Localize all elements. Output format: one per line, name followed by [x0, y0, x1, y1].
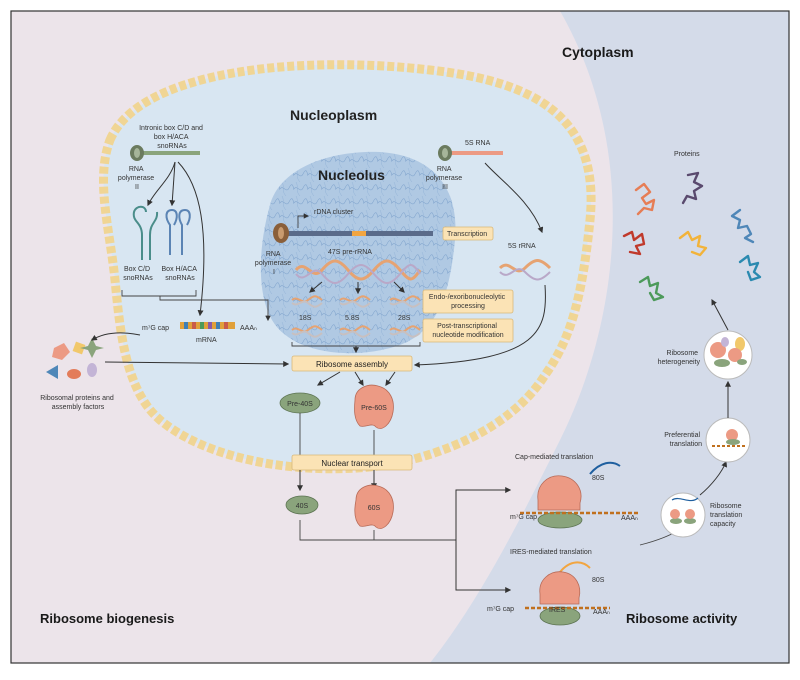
rna-pol-ii — [130, 145, 200, 161]
five-s-rna-text: 5S RNA — [465, 140, 491, 147]
modification-text: Post-transcriptional nucleotide modifica… — [432, 323, 503, 339]
r58s-text: 5.8S — [345, 315, 360, 322]
cap-m7g-text: m⁷G cap — [510, 514, 537, 521]
box-haca-text: Box H/ACA snoRNAs — [162, 266, 199, 282]
heterogeneity-text: Ribosome heterogeneity — [658, 350, 701, 366]
ribosome-assembly-text: Ribosome assembly — [316, 360, 388, 369]
box-haca-snorna — [165, 208, 191, 255]
box-cd-text: Box C/D snoRNAs — [123, 266, 153, 282]
five-s-rrna-text: 5S rRNA — [508, 243, 536, 250]
activity-label: Ribosome activity — [626, 611, 738, 626]
pre60s-text: Pre-60S — [361, 405, 387, 412]
processing-text: Endo-/exoribonucleolytic processing — [429, 294, 507, 310]
transcription-box — [442, 226, 494, 241]
nucleoplasm-label: Nucleoplasm — [290, 107, 377, 123]
cap-80s-text: 80S — [592, 475, 605, 482]
ires-80s-text: 80S — [592, 577, 605, 584]
mrna-cap-text: m⁷G cap — [142, 325, 169, 332]
biogenesis-label: Ribosome biogenesis — [40, 611, 174, 626]
rrna-fragments — [291, 295, 421, 338]
nuclear-transport-text: Nuclear transport — [321, 459, 383, 468]
cap-80s-small — [537, 511, 583, 529]
five-s-rrna-helix — [498, 259, 552, 273]
capacity-text: Ribosome translation capacity — [710, 503, 744, 528]
ires-m7g-text: m⁷G cap — [487, 606, 514, 613]
pre40s-text: Pre-40S — [287, 401, 313, 408]
pre60s-subunit — [354, 384, 394, 429]
rdna-cluster-text: rDNA cluster — [314, 209, 354, 216]
ires-aaa-text: AAAₙ — [593, 609, 610, 616]
cap-80s-large — [537, 475, 582, 511]
pol-iii-text: RNA polymerase III — [426, 166, 464, 191]
nucleolus-label: Nucleolus — [318, 167, 385, 183]
r18s-text: 18S — [299, 315, 312, 322]
processing-box — [422, 289, 514, 314]
mrna-text: mRNA — [196, 337, 217, 344]
ribosomal-proteins-text: Ribosomal proteins and assembly factors — [40, 395, 116, 411]
cytoplasm-label: Cytoplasm — [562, 44, 634, 60]
s40-subunit — [285, 495, 319, 515]
cap-mediated-text: Cap-mediated translation — [515, 454, 593, 461]
transcription-text: Transcription — [447, 231, 487, 238]
pol-i-text: RNA polymerase I — [255, 251, 293, 276]
ribosomal-proteins — [46, 338, 104, 379]
ires-mediated-text: IRES-mediated translation — [510, 549, 592, 556]
pre-rrna-text: 47S pre-rRNA — [328, 249, 372, 256]
cap-aaa-text: AAAₙ — [621, 515, 638, 522]
mrna-strand — [180, 322, 235, 329]
ires-80s-small — [539, 606, 581, 626]
nuclear-transport-box — [291, 454, 413, 471]
capacity-circle — [660, 492, 706, 538]
rna-pol-i — [273, 223, 433, 243]
preferential-text: Preferential translation — [664, 432, 702, 448]
r28s-text: 28S — [398, 315, 411, 322]
proteins-text: Proteins — [674, 151, 700, 158]
modification-box — [422, 318, 514, 343]
rna-pol-iii — [438, 145, 503, 161]
ires-label-text: IRES — [549, 607, 566, 614]
ribosome-assembly-box — [291, 355, 413, 372]
box-cd-snorna — [132, 205, 159, 260]
mrna-aaa-text: AAAₙ — [240, 325, 257, 332]
pol-ii-text: RNA polymerase II — [118, 166, 156, 191]
proteins-cluster — [622, 171, 762, 302]
s40-text: 40S — [296, 503, 309, 510]
ires-80s-large — [539, 571, 581, 605]
s60-text: 60S — [368, 505, 381, 512]
intronic-snornas-text: Intronic box C/D and box H/ACA snoRNAs — [139, 125, 205, 150]
s60-subunit — [354, 484, 394, 529]
